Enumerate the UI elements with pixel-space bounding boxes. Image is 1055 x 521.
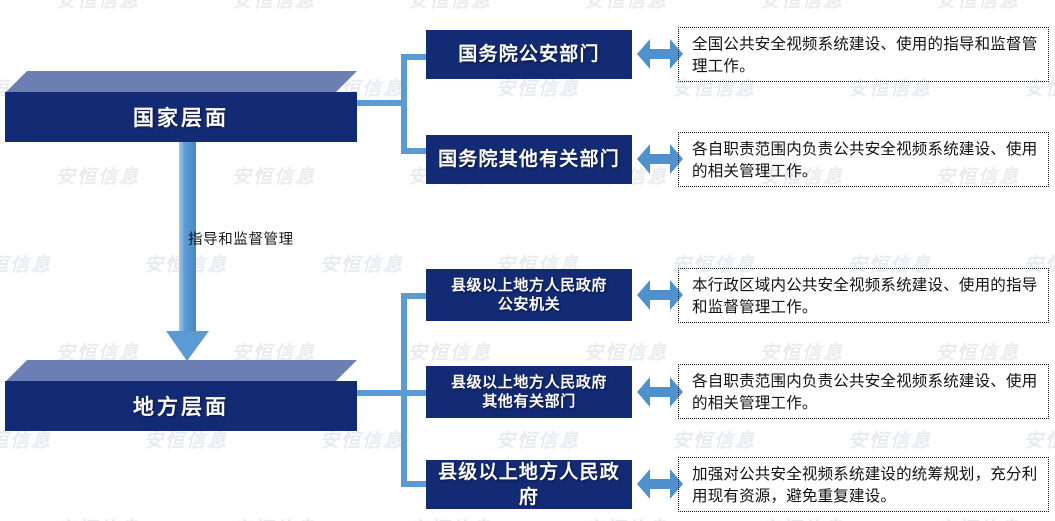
- arrow-shaft: [647, 387, 673, 397]
- flow-arrow-down: [166, 142, 209, 361]
- level-banner-local: 地方层面: [5, 360, 357, 431]
- bracket-national: [357, 30, 427, 178]
- arrow-head-right: [670, 144, 683, 174]
- responsibility-text: 加强对公共安全视频系统建设的统筹规划，充分利用现有资源，避免重复建设。: [692, 464, 1038, 505]
- level-banner-label-local: 地方层面: [133, 395, 229, 419]
- responsibility-text: 本行政区域内公共安全视频系统建设、使用的指导和监督管理工作。: [692, 275, 1038, 316]
- flow-arrow-shaft: [179, 142, 196, 331]
- arrow-head-left: [637, 144, 650, 174]
- bidirectional-arrow-icon: [637, 39, 683, 69]
- arrow-head-right: [670, 280, 683, 310]
- department-label: 国务院其他有关部门: [438, 148, 620, 171]
- department-box-state-council-police[interactable]: 国务院公安部门: [426, 30, 632, 79]
- responsibility-text: 各自职责范围内负责公共安全视频系统建设、使用的相关管理工作。: [692, 139, 1038, 180]
- level-banner-label-national: 国家层面: [133, 106, 229, 130]
- bidirectional-arrow-icon: [637, 144, 683, 174]
- department-box-state-council-other[interactable]: 国务院其他有关部门: [426, 135, 632, 184]
- arrow-head-right: [670, 39, 683, 69]
- bracket-local: [357, 290, 427, 490]
- bracket-stub-left: [357, 100, 403, 106]
- responsibility-text: 各自职责范围内负责公共安全视频系统建设、使用的相关管理工作。: [692, 371, 1038, 412]
- arrow-shaft: [647, 154, 673, 164]
- arrow-head-left: [637, 377, 650, 407]
- department-box-local-government[interactable]: 县级以上地方人民政府: [426, 460, 632, 509]
- bracket-spine: [401, 54, 407, 154]
- responsibility-box-state-council-other: 各自职责范围内负责公共安全视频系统建设、使用的相关管理工作。: [678, 132, 1049, 187]
- responsibility-text: 全国公共安全视频系统建设、使用的指导和监督管理工作。: [692, 34, 1038, 75]
- responsibility-box-local-other: 各自职责范围内负责公共安全视频系统建设、使用的相关管理工作。: [678, 364, 1049, 419]
- bracket-stub-left: [357, 390, 403, 396]
- arrow-shaft: [647, 49, 673, 59]
- bracket-branch-bottom: [401, 481, 427, 487]
- bracket-branch-top: [401, 293, 427, 299]
- bidirectional-arrow-icon: [637, 469, 683, 499]
- bidirectional-arrow-icon: [637, 377, 683, 407]
- bracket-branch-top: [401, 54, 427, 60]
- bracket-branch-bottom: [401, 148, 427, 154]
- bidirectional-arrow-icon: [637, 280, 683, 310]
- department-label: 县级以上地方人民政府 公安机关: [450, 275, 607, 313]
- arrow-shaft: [647, 479, 673, 489]
- arrow-shaft: [647, 290, 673, 300]
- flow-arrow-label: 指导和监督管理: [188, 232, 294, 248]
- level-banner-top-face: [5, 71, 357, 93]
- arrow-head-left: [637, 39, 650, 69]
- level-banner-front-face: 地方层面: [5, 381, 357, 431]
- department-label: 国务院公安部门: [458, 43, 600, 66]
- level-banner-national: 国家层面: [5, 71, 357, 142]
- department-label: 县级以上地方人民政府 其他有关部门: [450, 372, 607, 410]
- responsibility-box-local-police: 本行政区域内公共安全视频系统建设、使用的指导和监督管理工作。: [678, 268, 1049, 323]
- level-banner-top-face: [5, 360, 357, 382]
- arrow-head-left: [637, 469, 650, 499]
- responsibility-box-state-council-police: 全国公共安全视频系统建设、使用的指导和监督管理工作。: [678, 27, 1049, 82]
- bracket-branch-middle: [401, 390, 427, 396]
- department-box-local-police[interactable]: 县级以上地方人民政府 公安机关: [426, 269, 632, 321]
- arrow-head-right: [670, 469, 683, 499]
- department-label: 县级以上地方人民政府: [438, 461, 620, 508]
- flow-arrow-head: [166, 331, 209, 361]
- arrow-head-right: [670, 377, 683, 407]
- arrow-head-left: [637, 280, 650, 310]
- level-banner-front-face: 国家层面: [5, 92, 357, 142]
- department-box-local-other[interactable]: 县级以上地方人民政府 其他有关部门: [426, 366, 632, 418]
- responsibility-box-local-government: 加强对公共安全视频系统建设的统筹规划，充分利用现有资源，避免重复建设。: [678, 457, 1049, 512]
